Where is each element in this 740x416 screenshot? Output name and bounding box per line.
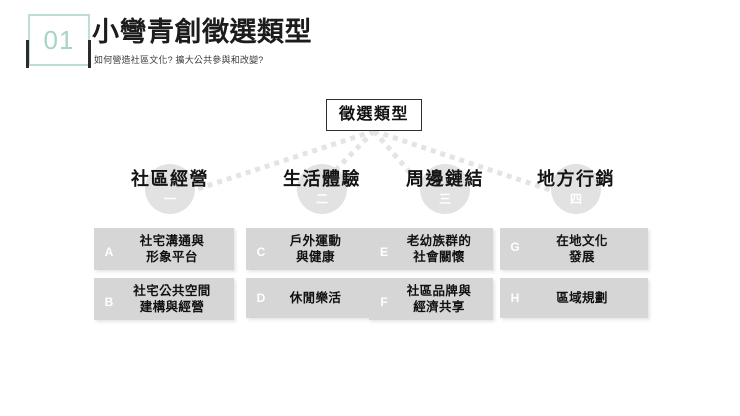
column-items-4: G 在地文化 發展 H 區域規劃 [500, 228, 652, 318]
badge-accent-bar-left [26, 40, 29, 68]
root-node[interactable]: 徵選類型 [326, 99, 422, 131]
item-text-line: 社會關懷 [413, 250, 465, 264]
item-box-g[interactable]: G 在地文化 發展 [500, 228, 648, 270]
column-header-2: 生活體驗 二 [246, 164, 398, 220]
item-text-line: 社宅溝通與 [139, 234, 205, 248]
item-text-f: 社區品牌與 經濟共享 [395, 283, 487, 315]
item-text-line: 社區品牌與 [406, 284, 472, 298]
item-text-a: 社宅溝通與 形象平台 [120, 233, 228, 265]
column-items-3: E 老幼族群的 社會關懷 F 社區品牌與 經濟共享 [369, 228, 521, 320]
item-box-f[interactable]: F 社區品牌與 經濟共享 [369, 278, 493, 320]
item-letter-d: D [256, 291, 266, 305]
column-title-4: 地方行銷 [537, 169, 615, 189]
item-text-b: 社宅公共空間 建構與經營 [120, 283, 228, 315]
item-box-c[interactable]: C 戶外運動 與健康 [246, 228, 369, 270]
item-text-h: 區域規劃 [526, 290, 642, 306]
root-node-label: 徵選類型 [338, 106, 409, 123]
item-text-e: 老幼族群的 社會關懷 [395, 233, 487, 265]
slide-header: 01 小彎青創徵選類型 如何營造社區文化? 擴大公共參與和改變? [0, 0, 740, 90]
section-number-text: 01 [43, 24, 75, 55]
item-letter-a: A [104, 245, 114, 259]
item-text-line: 經濟共享 [413, 300, 465, 314]
item-box-h[interactable]: H 區域規劃 [500, 278, 648, 318]
column-items-1: A 社宅溝通與 形象平台 B 社宅公共空間 建構與經營 [94, 228, 246, 320]
item-text-line: 休閒樂活 [289, 291, 342, 305]
column-header-4: 地方行銷 四 [500, 164, 652, 220]
item-text-line: 老幼族群的 [406, 234, 472, 248]
item-box-b[interactable]: B 社宅公共空間 建構與經營 [94, 278, 234, 320]
column-header-3: 周邊鏈結 三 [369, 164, 521, 220]
column-title-3: 周邊鏈結 [406, 169, 484, 189]
column-numeral-3: 三 [438, 192, 451, 206]
column-title-1: 社區經營 [131, 169, 209, 189]
item-text-line: 社宅公共空間 [133, 284, 211, 298]
item-letter-f: F [380, 295, 388, 309]
item-box-d[interactable]: D 休閒樂活 [246, 278, 369, 318]
item-text-line: 在地文化 [556, 234, 608, 248]
item-box-a[interactable]: A 社宅溝通與 形象平台 [94, 228, 234, 270]
item-text-line: 與健康 [296, 250, 335, 264]
page-subtitle: 如何營造社區文化? 擴大公共參與和改變? [94, 55, 264, 65]
item-text-line: 建構與經營 [139, 300, 205, 314]
column-header-1: 社區經營 一 [94, 164, 246, 220]
diagram-column-1: 社區經營 一 A 社宅溝通與 形象平台 B 社宅公共空間 [94, 164, 246, 328]
diagram-column-4: 地方行銷 四 G 在地文化 發展 H 區域規劃 [500, 164, 652, 326]
column-numeral-1: 一 [163, 192, 176, 206]
badge-accent-bar-right [88, 40, 91, 68]
diagram-column-2: 生活體驗 二 C 戶外運動 與健康 D 休閒樂活 [246, 164, 398, 326]
item-letter-b: B [104, 295, 114, 309]
item-letter-e: E [379, 245, 388, 259]
item-text-line: 戶外運動 [289, 234, 342, 248]
column-numeral-4: 四 [569, 192, 582, 206]
item-box-e[interactable]: E 老幼族群的 社會關懷 [369, 228, 493, 270]
diagram-column-3: 周邊鏈結 三 E 老幼族群的 社會關懷 F 社區品牌與 [369, 164, 521, 328]
item-text-line: 發展 [569, 250, 595, 264]
item-text-d: 休閒樂活 [272, 290, 363, 306]
item-letter-c: C [256, 245, 266, 259]
diagram-columns: 社區經營 一 A 社宅溝通與 形象平台 B 社宅公共空間 [0, 90, 740, 416]
item-text-c: 戶外運動 與健康 [272, 233, 363, 265]
item-text-g: 在地文化 發展 [526, 233, 642, 265]
item-letter-h: H [510, 291, 520, 305]
item-text-line: 形象平台 [146, 250, 198, 264]
item-text-line: 區域規劃 [556, 291, 608, 305]
section-number-badge: 01 [28, 14, 90, 66]
page-title: 小彎青創徵選類型 [92, 17, 312, 47]
tree-diagram: 徵選類型 社區經營 一 A 社宅溝通與 形象平台 [0, 90, 740, 416]
title-block: 小彎青創徵選類型 如何營造社區文化? 擴大公共參與和改變? [92, 16, 312, 66]
item-letter-g: G [510, 240, 520, 254]
column-items-2: C 戶外運動 與健康 D 休閒樂活 [246, 228, 398, 318]
